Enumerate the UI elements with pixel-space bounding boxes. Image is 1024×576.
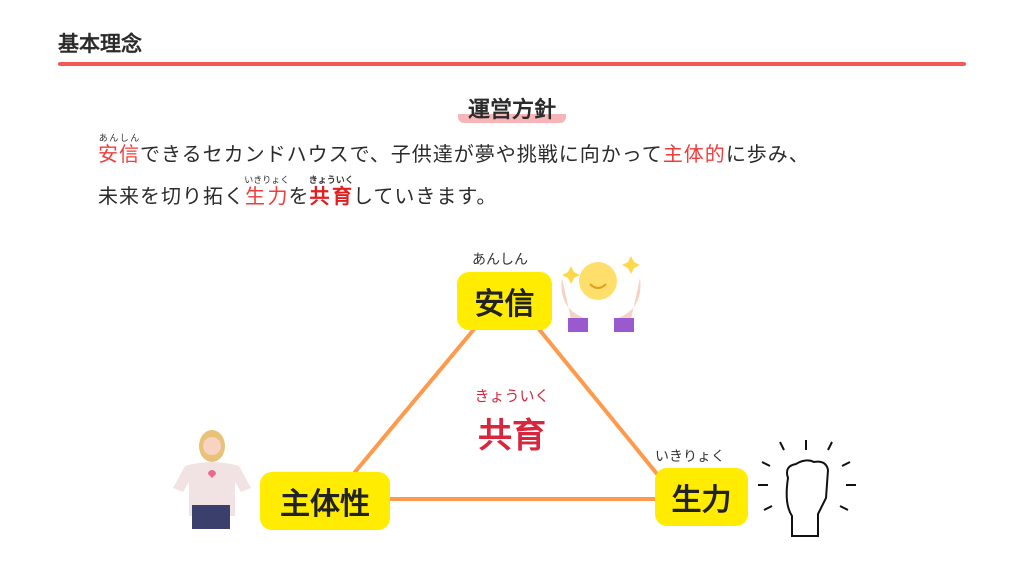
raised-fist-icon [758, 440, 856, 537]
body-text: に歩み、 [725, 142, 810, 166]
body-text: できるセカンドハウスで、子供達が夢や挑戦に向かって [140, 142, 663, 166]
node-shutaisei: 主体性 [260, 472, 390, 530]
body-text: を [288, 184, 310, 208]
keyword-kyouiku: 共育 [308, 184, 354, 208]
section-heading: 運営方針 [0, 92, 1024, 124]
keyword-shutaiteki: 主体的 [662, 142, 726, 166]
section-heading-text: 運営方針 [457, 98, 566, 123]
body-line-2: 未来を切り拓く生力いきりょくを共育きょういくしていきます。 [98, 176, 497, 209]
ruby-ikiryoku: いきりょく [244, 176, 290, 186]
ruby-anshin: あんしん [98, 134, 140, 144]
girl-pointing-icon [173, 430, 251, 529]
hands-sun-icon [561, 256, 641, 332]
ruby-top: あんしん [472, 252, 528, 268]
page-title: 基本理念 [58, 32, 142, 56]
keyword-ikiryoku: 生力 [244, 184, 290, 208]
triangle-edge-left [348, 326, 477, 480]
ruby-center: きょういく [474, 387, 550, 405]
ruby-right: いきりょく [655, 449, 725, 465]
body-line-1: 安信あんしんできるセカンドハウスで、子供達が夢や挑戦に向かって主体的に歩み、 [98, 134, 810, 167]
title-divider [58, 62, 966, 66]
center-kyouiku: 共育 [478, 416, 546, 456]
node-ikiryoku: 生力 [655, 468, 748, 526]
triangle-edge-right [536, 326, 664, 482]
body-text: していきます。 [353, 184, 498, 208]
body-text: 未来を切り拓く [98, 184, 245, 208]
node-anshin: 安信 [457, 272, 552, 330]
ruby-kyouiku: きょういく [308, 176, 354, 186]
keyword-anshin: 安信 [98, 142, 140, 166]
